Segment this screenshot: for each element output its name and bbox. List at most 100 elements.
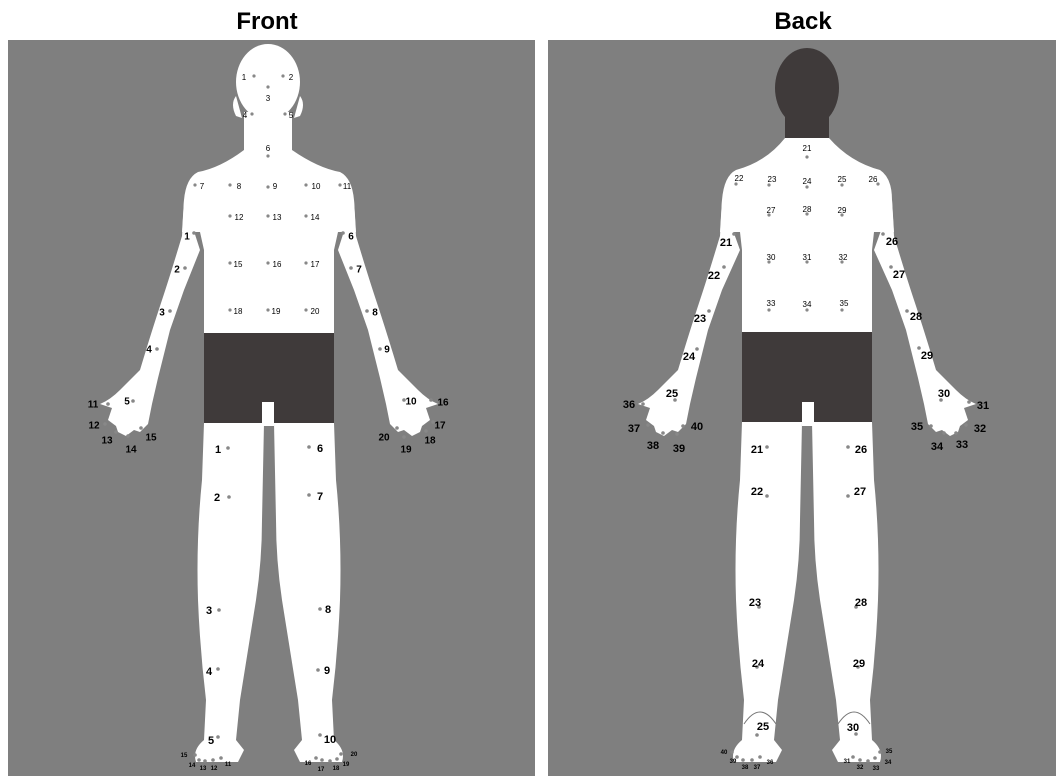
front-arm-point-label-15: 15 [145,433,157,444]
back-leg-point-dot-37 [750,758,754,762]
front-leg-point-label-15: 15 [181,753,188,759]
back-arm-point-label-34: 34 [931,441,944,453]
front-leg-point-dot-3 [217,608,221,612]
back-torso-point-label-29: 29 [838,206,847,215]
back-torso-point-label-32: 32 [839,253,848,262]
back-leg-point-dot-38 [741,758,745,762]
front-torso-point-dot-18 [228,308,231,311]
back-left-arm [638,200,740,436]
back-leg-point-label-31: 31 [844,759,851,765]
front-arm-point-dot-4 [155,347,159,351]
back-arm-point-dot-23 [707,309,711,313]
front-leg-point-dot-2 [227,495,231,499]
back-torso-point-label-25: 25 [838,175,847,184]
front-left-leg [195,423,264,762]
front-arm-point-label-7: 7 [356,265,362,276]
front-leg-point-label-1: 1 [215,444,221,456]
front-arm-point-label-8: 8 [372,308,378,319]
front-arm-point-dot-11 [106,402,110,406]
back-torso-point-dot-34 [805,308,808,311]
front-arm-point-dot-6 [341,231,345,235]
front-leg-point-label-8: 8 [325,604,331,616]
back-arm-point-dot-26 [881,232,885,236]
back-arm-point-dot-38 [661,431,665,435]
back-leg-point-label-26: 26 [855,444,867,456]
back-leg-point-label-36: 36 [767,760,774,766]
front-leg-point-dot-13 [203,759,207,763]
back-leg-point-label-38: 38 [742,765,749,771]
front-torso-point-label-12: 12 [235,213,244,222]
front-leg-point-dot-1 [226,446,230,450]
back-arm-point-dot-39 [675,432,679,436]
back-leg-point-label-28: 28 [855,597,867,609]
back-arm-point-label-25: 25 [666,388,678,400]
front-arm-point-label-9: 9 [384,345,390,356]
back-leg-point-dot-25 [755,733,759,737]
back-leg-point-dot-31 [851,755,855,759]
front-arm-point-dot-5 [131,399,135,403]
front-right-leg [274,423,343,762]
back-arm-point-dot-37 [646,423,650,427]
front-arm-point-dot-18 [424,429,428,433]
back-arm-point-label-26: 26 [886,236,898,248]
front-arm-point-dot-7 [349,266,353,270]
back-torso-point-label-31: 31 [803,253,812,262]
back-arm-point-label-33: 33 [956,439,968,451]
front-leg-point-dot-6 [307,445,311,449]
front-head [236,44,300,120]
back-leg-point-label-22: 22 [751,486,763,498]
front-arm-point-dot-16 [429,398,433,402]
front-arm-point-dot-20 [395,426,399,430]
front-arm-point-label-16: 16 [437,398,449,409]
front-leg-point-label-11: 11 [225,762,232,768]
back-leg-point-label-21: 21 [751,444,763,456]
back-arm-point-label-30: 30 [938,388,950,400]
back-arm-point-dot-22 [722,265,726,269]
front-torso-point-dot-2 [281,74,284,77]
back-leg-point-label-33: 33 [873,766,880,772]
back-leg-point-dot-34 [873,756,877,760]
front-torso-point-dot-19 [266,308,269,311]
back-leg-point-dot-36 [758,755,762,759]
front-leg-point-dot-7 [307,493,311,497]
back-arm-point-label-39: 39 [673,443,685,455]
front-arm-point-label-6: 6 [348,232,354,243]
back-torso-point-label-30: 30 [767,253,776,262]
back-torso-point-label-27: 27 [767,206,776,215]
back-arm-point-dot-34 [942,431,946,435]
front-arm-point-label-19: 19 [400,445,412,456]
back-leg-point-label-35: 35 [886,749,893,755]
front-leg-point-dot-8 [318,607,322,611]
front-torso-point-dot-9 [266,185,269,188]
front-torso-point-label-5: 5 [289,111,294,120]
front-torso-point-dot-7 [193,183,196,186]
back-arm-point-label-40: 40 [691,421,703,433]
back-arm-point-dot-24 [695,347,699,351]
back-leg-point-dot-27 [846,494,850,498]
front-torso-point-dot-17 [304,261,307,264]
back-arm-point-label-31: 31 [977,400,989,412]
back-arm-point-dot-40 [681,424,685,428]
back-leg-point-label-32: 32 [857,765,864,771]
back-arm-point-label-29: 29 [921,350,933,362]
back-arm-point-dot-21 [732,232,736,236]
front-arm-point-label-18: 18 [424,436,436,447]
front-arm-point-dot-9 [378,347,382,351]
front-leg-point-dot-10 [318,733,322,737]
front-leg-point-label-7: 7 [317,491,323,503]
back-arm-point-label-22: 22 [708,270,720,282]
back-leg-point-label-34: 34 [885,760,892,766]
back-arm-point-label-28: 28 [910,311,922,323]
front-torso-point-label-4: 4 [243,111,248,120]
front-arm-point-dot-15 [139,426,143,430]
front-torso-point-dot-15 [228,261,231,264]
back-arm-point-label-37: 37 [628,423,640,435]
front-leg-point-label-5: 5 [208,735,214,747]
back-arm-point-label-24: 24 [683,351,696,363]
back-leg-point-dot-35 [878,750,882,754]
front-torso-point-label-3: 3 [266,94,271,103]
back-arm-point-label-35: 35 [911,421,923,433]
front-torso-point-dot-12 [228,214,231,217]
back-torso-point-dot-22 [734,182,737,185]
front-torso-point-dot-4 [250,112,253,115]
